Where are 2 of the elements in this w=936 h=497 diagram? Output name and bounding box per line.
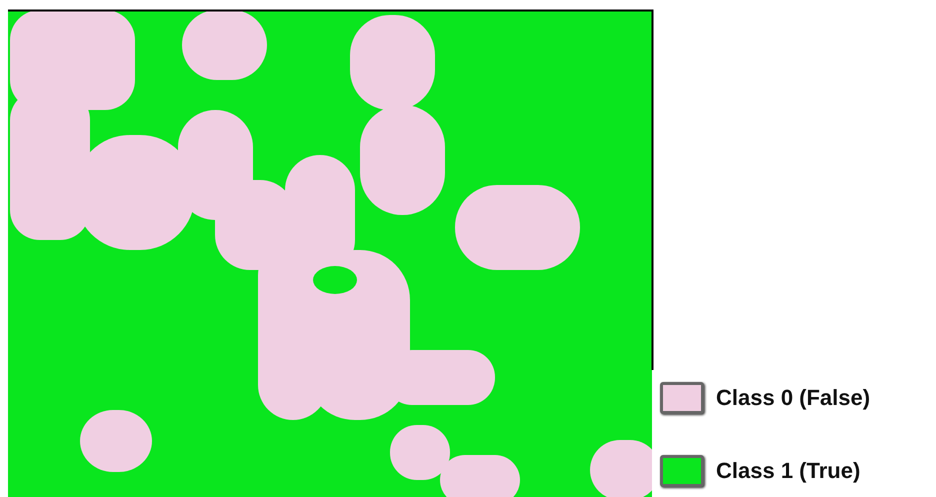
legend-label: Class 1 (True): [716, 458, 860, 484]
legend-label: Class 0 (False): [716, 385, 870, 411]
